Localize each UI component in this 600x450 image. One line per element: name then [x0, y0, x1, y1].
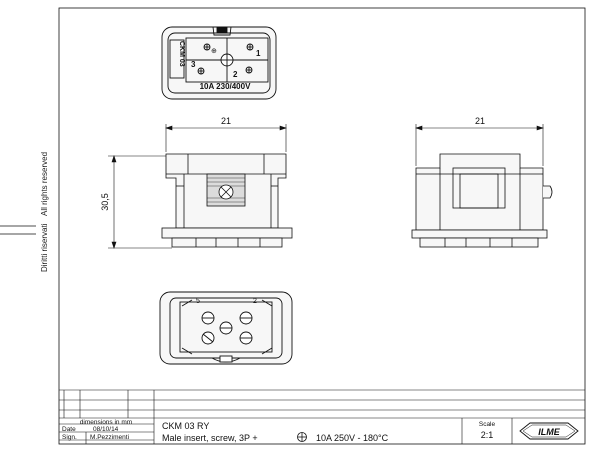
- bottom-pin-label-5: 5: [196, 298, 200, 305]
- date-value: 08/10/14: [93, 426, 119, 433]
- drawing-frame: [0, 7, 586, 445]
- description-start: Male insert, screw, 3P +: [162, 433, 258, 443]
- description-end: 10A 250V - 180°C: [316, 433, 389, 443]
- front-width-value: 21: [221, 116, 231, 126]
- top-pin-label-1: 1: [256, 49, 261, 58]
- top-pin-ground-left-icon: [203, 43, 211, 51]
- top-pin-label-3: 3: [191, 60, 196, 69]
- sign-value: M.Pezzimenti: [90, 434, 129, 441]
- product-code: CKM 03 RY: [162, 421, 209, 431]
- height-dimension: [108, 155, 172, 249]
- top-pin-3-icon: [197, 67, 205, 75]
- top-ground-symbol: ⊕: [211, 48, 217, 55]
- brand-logo-text: ILME: [538, 427, 560, 437]
- scale-value: 2:1: [481, 430, 494, 440]
- sign-label: Sign.: [62, 434, 77, 441]
- side-width-dimension: [415, 124, 544, 166]
- bottom-screw-5-icon: [239, 331, 253, 345]
- front-view-connector: [161, 153, 293, 248]
- bottom-screw-4-icon: [201, 331, 215, 345]
- scale-label: Scale: [479, 421, 496, 428]
- ilme-logo-icon: ILME: [519, 422, 579, 440]
- front-width-dimension: [165, 124, 287, 152]
- top-view-part-code: CKM 03: [178, 41, 185, 67]
- ground-symbol-icon: [297, 432, 307, 442]
- bottom-screw-3-icon: [219, 321, 233, 335]
- title-block: [59, 389, 585, 444]
- top-pin-1-icon: [246, 43, 254, 51]
- bottom-screw-1-icon: [201, 311, 215, 325]
- height-value: 30,5: [100, 193, 110, 211]
- top-view-connector-face: [161, 26, 277, 100]
- bottom-pin-label-2: 2: [253, 298, 257, 305]
- top-view-rating: 10A 230/400V: [200, 82, 252, 91]
- units-note: dimensions in mm: [80, 419, 132, 426]
- bottom-screw-2-icon: [239, 311, 253, 325]
- side-view-connector: [411, 153, 553, 248]
- date-label: Date: [62, 426, 76, 433]
- side-width-value: 21: [475, 116, 485, 126]
- top-pin-2-icon: [245, 66, 253, 74]
- bottom-view-connector-face: [159, 291, 293, 365]
- top-pin-label-2: 2: [233, 70, 238, 79]
